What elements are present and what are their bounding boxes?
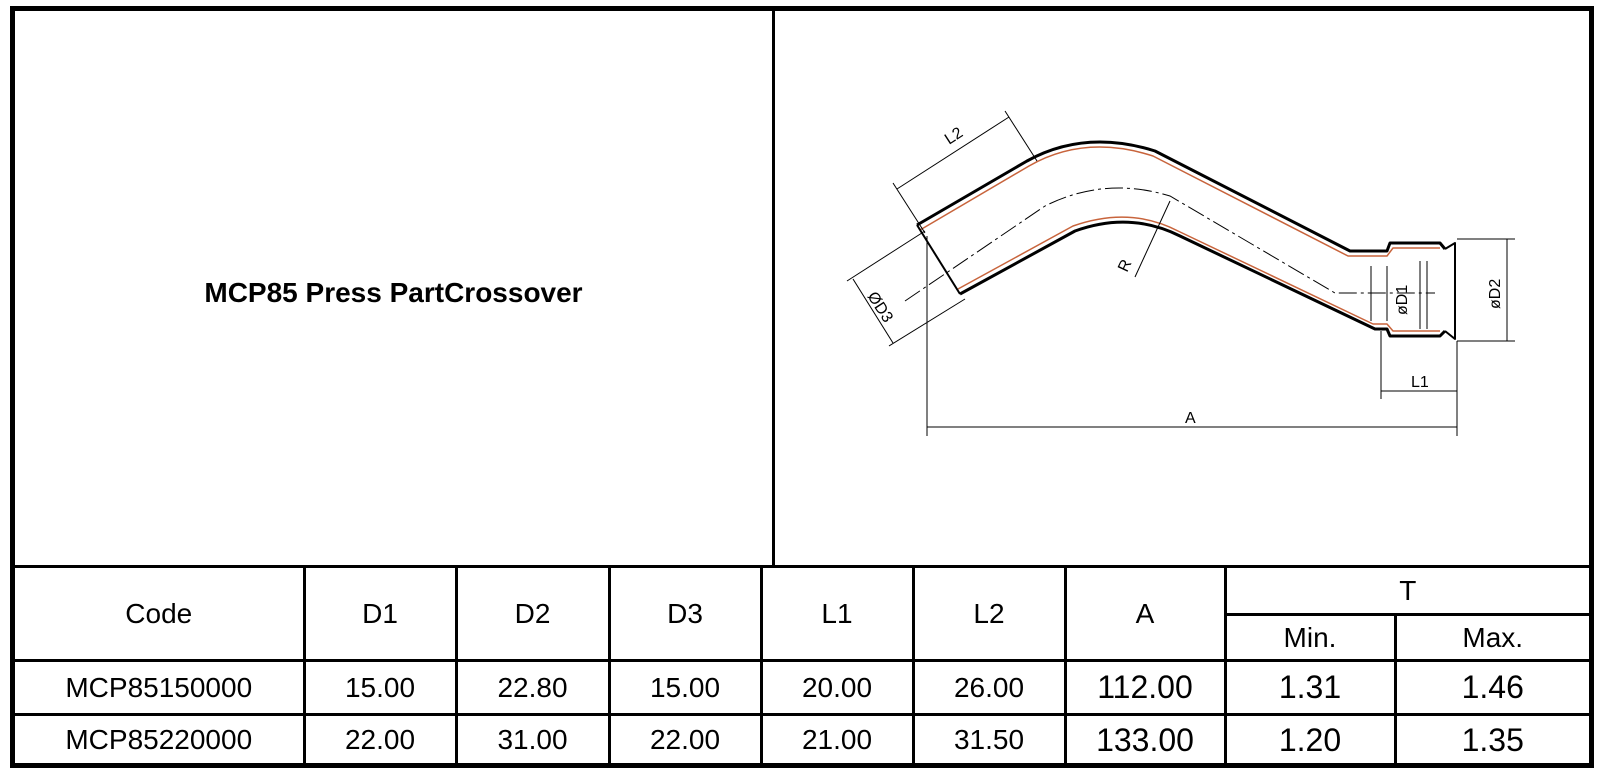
pipe-upper-wall-inner [919, 146, 1440, 257]
socket-end [1444, 242, 1456, 340]
d3-label: ØD3 [864, 289, 896, 326]
header-l2: L2 [911, 565, 1067, 662]
cell-t-min: 1.20 [1223, 713, 1397, 765]
pipe-open-end [916, 224, 961, 295]
cell-d3: 15.00 [607, 659, 763, 716]
pipe-lower-wall [959, 220, 1447, 338]
cell-d2: 22.80 [454, 659, 611, 716]
cell-l2: 26.00 [911, 659, 1067, 716]
cell-l1: 21.00 [759, 713, 915, 765]
cell-d2: 31.00 [454, 713, 611, 765]
l2-dim-line [896, 116, 1010, 190]
d2-label: øD2 [1487, 279, 1504, 309]
cell-t-min: 1.31 [1223, 659, 1397, 716]
cell-t-max: 1.46 [1393, 659, 1590, 716]
header-d1: D1 [302, 565, 458, 662]
product-title: MCP85 Press PartCrossover [204, 277, 583, 308]
header-d2: D2 [454, 565, 611, 662]
title-cell: MCP85 Press PartCrossover [15, 11, 775, 565]
cell-code: MCP85150000 [15, 659, 306, 716]
pipe-centerline [904, 187, 1435, 302]
cell-a: 133.00 [1063, 713, 1227, 765]
header-t-min: Min. [1223, 613, 1397, 662]
table-row: MCP85150000 15.00 22.80 15.00 20.00 26.0… [15, 659, 1590, 716]
pipe-upper-wall [916, 140, 1447, 253]
data-sheet: MCP85 Press PartCrossover [10, 6, 1594, 768]
a-label: A [1185, 410, 1196, 427]
header-l1: L1 [759, 565, 915, 662]
cell-d3: 22.00 [607, 713, 763, 765]
table-row: MCP85220000 22.00 31.00 22.00 21.00 31.5… [15, 713, 1590, 765]
cell-code: MCP85220000 [15, 713, 306, 765]
cell-l1: 20.00 [759, 659, 915, 716]
header-t: T [1223, 565, 1590, 616]
dimension-table: Code D1 D2 D3 L1 L2 A T Min. Max. MCP851… [15, 565, 1590, 765]
d3-dim-line [852, 278, 894, 344]
cell-t-max: 1.35 [1393, 713, 1590, 765]
cell-d1: 15.00 [302, 659, 458, 716]
header-code: Code [15, 565, 306, 662]
crossover-drawing: L2 ØD3 R øD1 øD2 [846, 110, 1515, 436]
l2-ext-right [1004, 110, 1038, 162]
header-t-max: Max. [1393, 613, 1590, 662]
l2-label: L2 [942, 124, 966, 148]
cell-a: 112.00 [1063, 659, 1227, 716]
header-d3: D3 [607, 565, 763, 662]
d1-label: øD1 [1394, 285, 1411, 315]
technical-drawing-cell: L2 ØD3 R øD1 øD2 [775, 11, 1589, 565]
header-a: A [1063, 565, 1227, 662]
l1-label: L1 [1411, 374, 1429, 391]
d3-ext-top [846, 230, 926, 282]
cell-d1: 22.00 [302, 713, 458, 765]
cell-l2: 31.50 [911, 713, 1067, 765]
r-label: R [1115, 257, 1135, 275]
l2-ext-left [892, 182, 926, 234]
r-dim-line [1134, 200, 1171, 278]
pipe-lower-wall-inner [957, 216, 1440, 332]
